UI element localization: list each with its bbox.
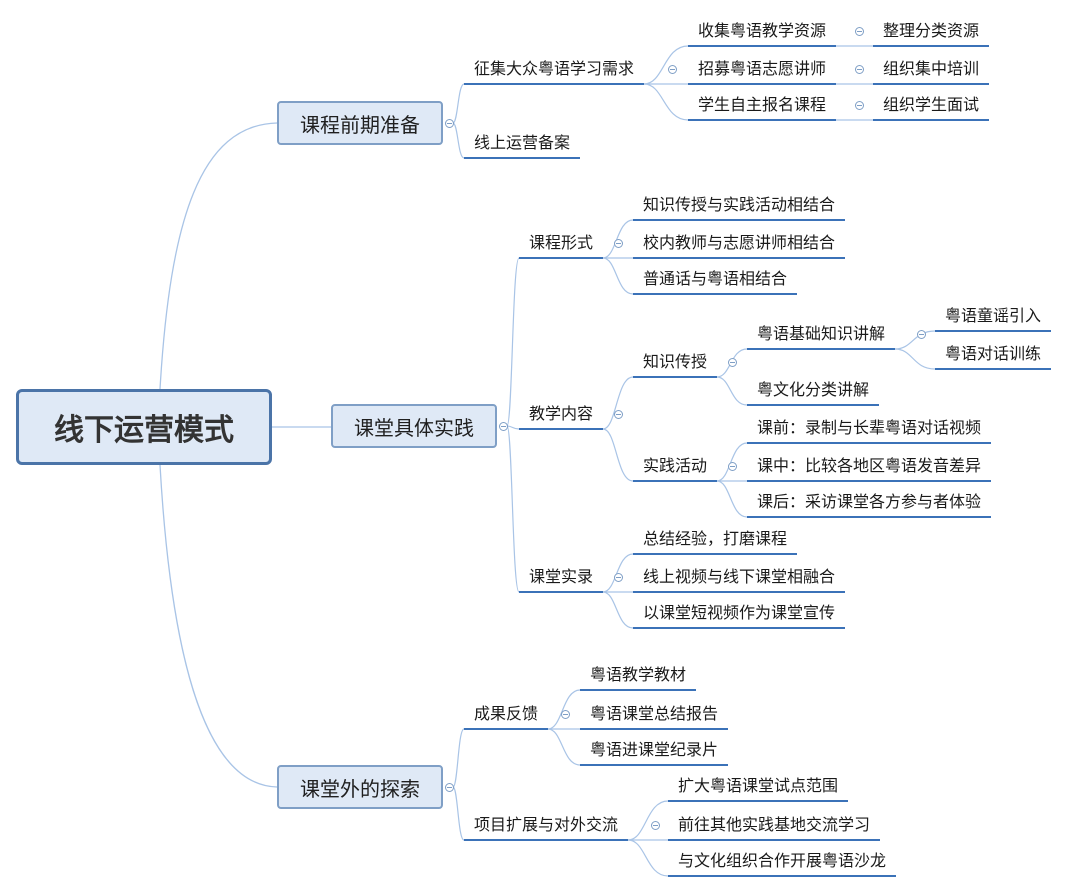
node-record-item-2[interactable]: 线上视频与线下课堂相融合 [643, 567, 836, 586]
node-feedback-item-1[interactable]: 粤语教学教材 [590, 665, 687, 684]
collapse-toggle-icon[interactable] [445, 119, 454, 128]
node-form-item-1[interactable]: 知识传授与实践活动相结合 [643, 195, 836, 214]
connector-line [452, 83, 465, 124]
branch-explore[interactable]: 课堂外的探索 [277, 765, 443, 809]
collapse-toggle-icon[interactable] [445, 783, 454, 792]
node-collect-resources[interactable]: 收集粤语教学资源 [698, 21, 827, 40]
connector-line [716, 480, 748, 518]
node-interview[interactable]: 组织学生面试 [883, 95, 980, 114]
node-dialogue-training[interactable]: 粤语对话训练 [945, 344, 1042, 363]
node-student-signup[interactable]: 学生自主报名课程 [698, 95, 827, 114]
connector-line [452, 728, 465, 788]
node-culture[interactable]: 粤文化分类讲解 [757, 380, 870, 399]
node-basic-knowledge[interactable]: 粤语基础知识讲解 [757, 324, 886, 343]
connector-line [547, 689, 581, 730]
connector-line [452, 122, 465, 159]
node-form-item-2[interactable]: 校内教师与志愿讲师相结合 [643, 233, 836, 252]
connector-line [506, 257, 520, 427]
connector-line [643, 83, 689, 121]
connector-line [627, 839, 669, 877]
connector-line [159, 464, 278, 788]
node-activities[interactable]: 实践活动 [643, 456, 708, 475]
collapse-toggle-icon[interactable] [855, 101, 864, 110]
node-sort-resources[interactable]: 整理分类资源 [883, 21, 980, 40]
node-online-filing[interactable]: 线上运营备案 [474, 133, 571, 152]
node-nursery-rhymes[interactable]: 粤语童谣引入 [945, 306, 1042, 325]
connector-line [602, 591, 634, 629]
connector-line [602, 376, 634, 430]
node-feedback-item-3[interactable]: 粤语进课堂纪录片 [590, 740, 719, 759]
node-training[interactable]: 组织集中培训 [883, 59, 980, 78]
collapse-toggle-icon[interactable] [728, 462, 737, 471]
node-activity-before[interactable]: 课前：录制与长辈粤语对话视频 [757, 418, 982, 437]
connector-line [643, 45, 689, 85]
node-knowledge[interactable]: 知识传授 [643, 352, 708, 371]
collapse-toggle-icon[interactable] [728, 358, 737, 367]
node-course-form[interactable]: 课程形式 [529, 233, 594, 252]
connector-line [716, 376, 748, 406]
connector-line [452, 786, 465, 841]
collapse-toggle-icon[interactable] [614, 239, 623, 248]
branch-prep[interactable]: 课程前期准备 [277, 101, 443, 145]
connector-line [627, 800, 669, 841]
node-expand-item-3[interactable]: 与文化组织合作开展粤语沙龙 [678, 851, 887, 870]
connector-line [602, 257, 634, 295]
collapse-toggle-icon[interactable] [651, 821, 660, 830]
connector-line [506, 425, 520, 430]
connector-line [547, 728, 581, 766]
collapse-toggle-icon[interactable] [614, 573, 623, 582]
branch-practice[interactable]: 课堂具体实践 [331, 404, 497, 448]
connector-line [894, 348, 936, 370]
connector-line [159, 122, 278, 390]
node-record-item-3[interactable]: 以课堂短视频作为课堂宣传 [643, 603, 836, 622]
collapse-toggle-icon[interactable] [917, 330, 926, 339]
collapse-toggle-icon[interactable] [668, 65, 677, 74]
connector-line [894, 330, 936, 350]
collapse-toggle-icon[interactable] [561, 710, 570, 719]
collapse-toggle-icon[interactable] [855, 27, 864, 36]
node-collect-needs[interactable]: 征集大众粤语学习需求 [474, 59, 635, 78]
node-activity-during[interactable]: 课中：比较各地区粤语发音差异 [757, 456, 982, 475]
node-teaching-content[interactable]: 教学内容 [529, 404, 594, 423]
connector-line [602, 428, 634, 482]
node-recruit-teachers[interactable]: 招募粤语志愿讲师 [698, 59, 827, 78]
connector-line [506, 425, 520, 593]
node-expand-item-1[interactable]: 扩大粤语课堂试点范围 [678, 776, 839, 795]
node-expand-item-2[interactable]: 前往其他实践基地交流学习 [678, 815, 871, 834]
node-record-item-1[interactable]: 总结经验，打磨课程 [643, 529, 788, 548]
root-node[interactable]: 线下运营模式 [16, 389, 272, 465]
node-activity-after[interactable]: 课后：采访课堂各方参与者体验 [757, 492, 982, 511]
node-feedback-item-2[interactable]: 粤语课堂总结报告 [590, 704, 719, 723]
node-form-item-3[interactable]: 普通话与粤语相结合 [643, 269, 788, 288]
node-expand[interactable]: 项目扩展与对外交流 [474, 815, 619, 834]
node-class-record[interactable]: 课堂实录 [529, 567, 594, 586]
node-feedback[interactable]: 成果反馈 [474, 704, 539, 723]
collapse-toggle-icon[interactable] [614, 410, 623, 419]
collapse-toggle-icon[interactable] [499, 422, 508, 431]
collapse-toggle-icon[interactable] [855, 65, 864, 74]
